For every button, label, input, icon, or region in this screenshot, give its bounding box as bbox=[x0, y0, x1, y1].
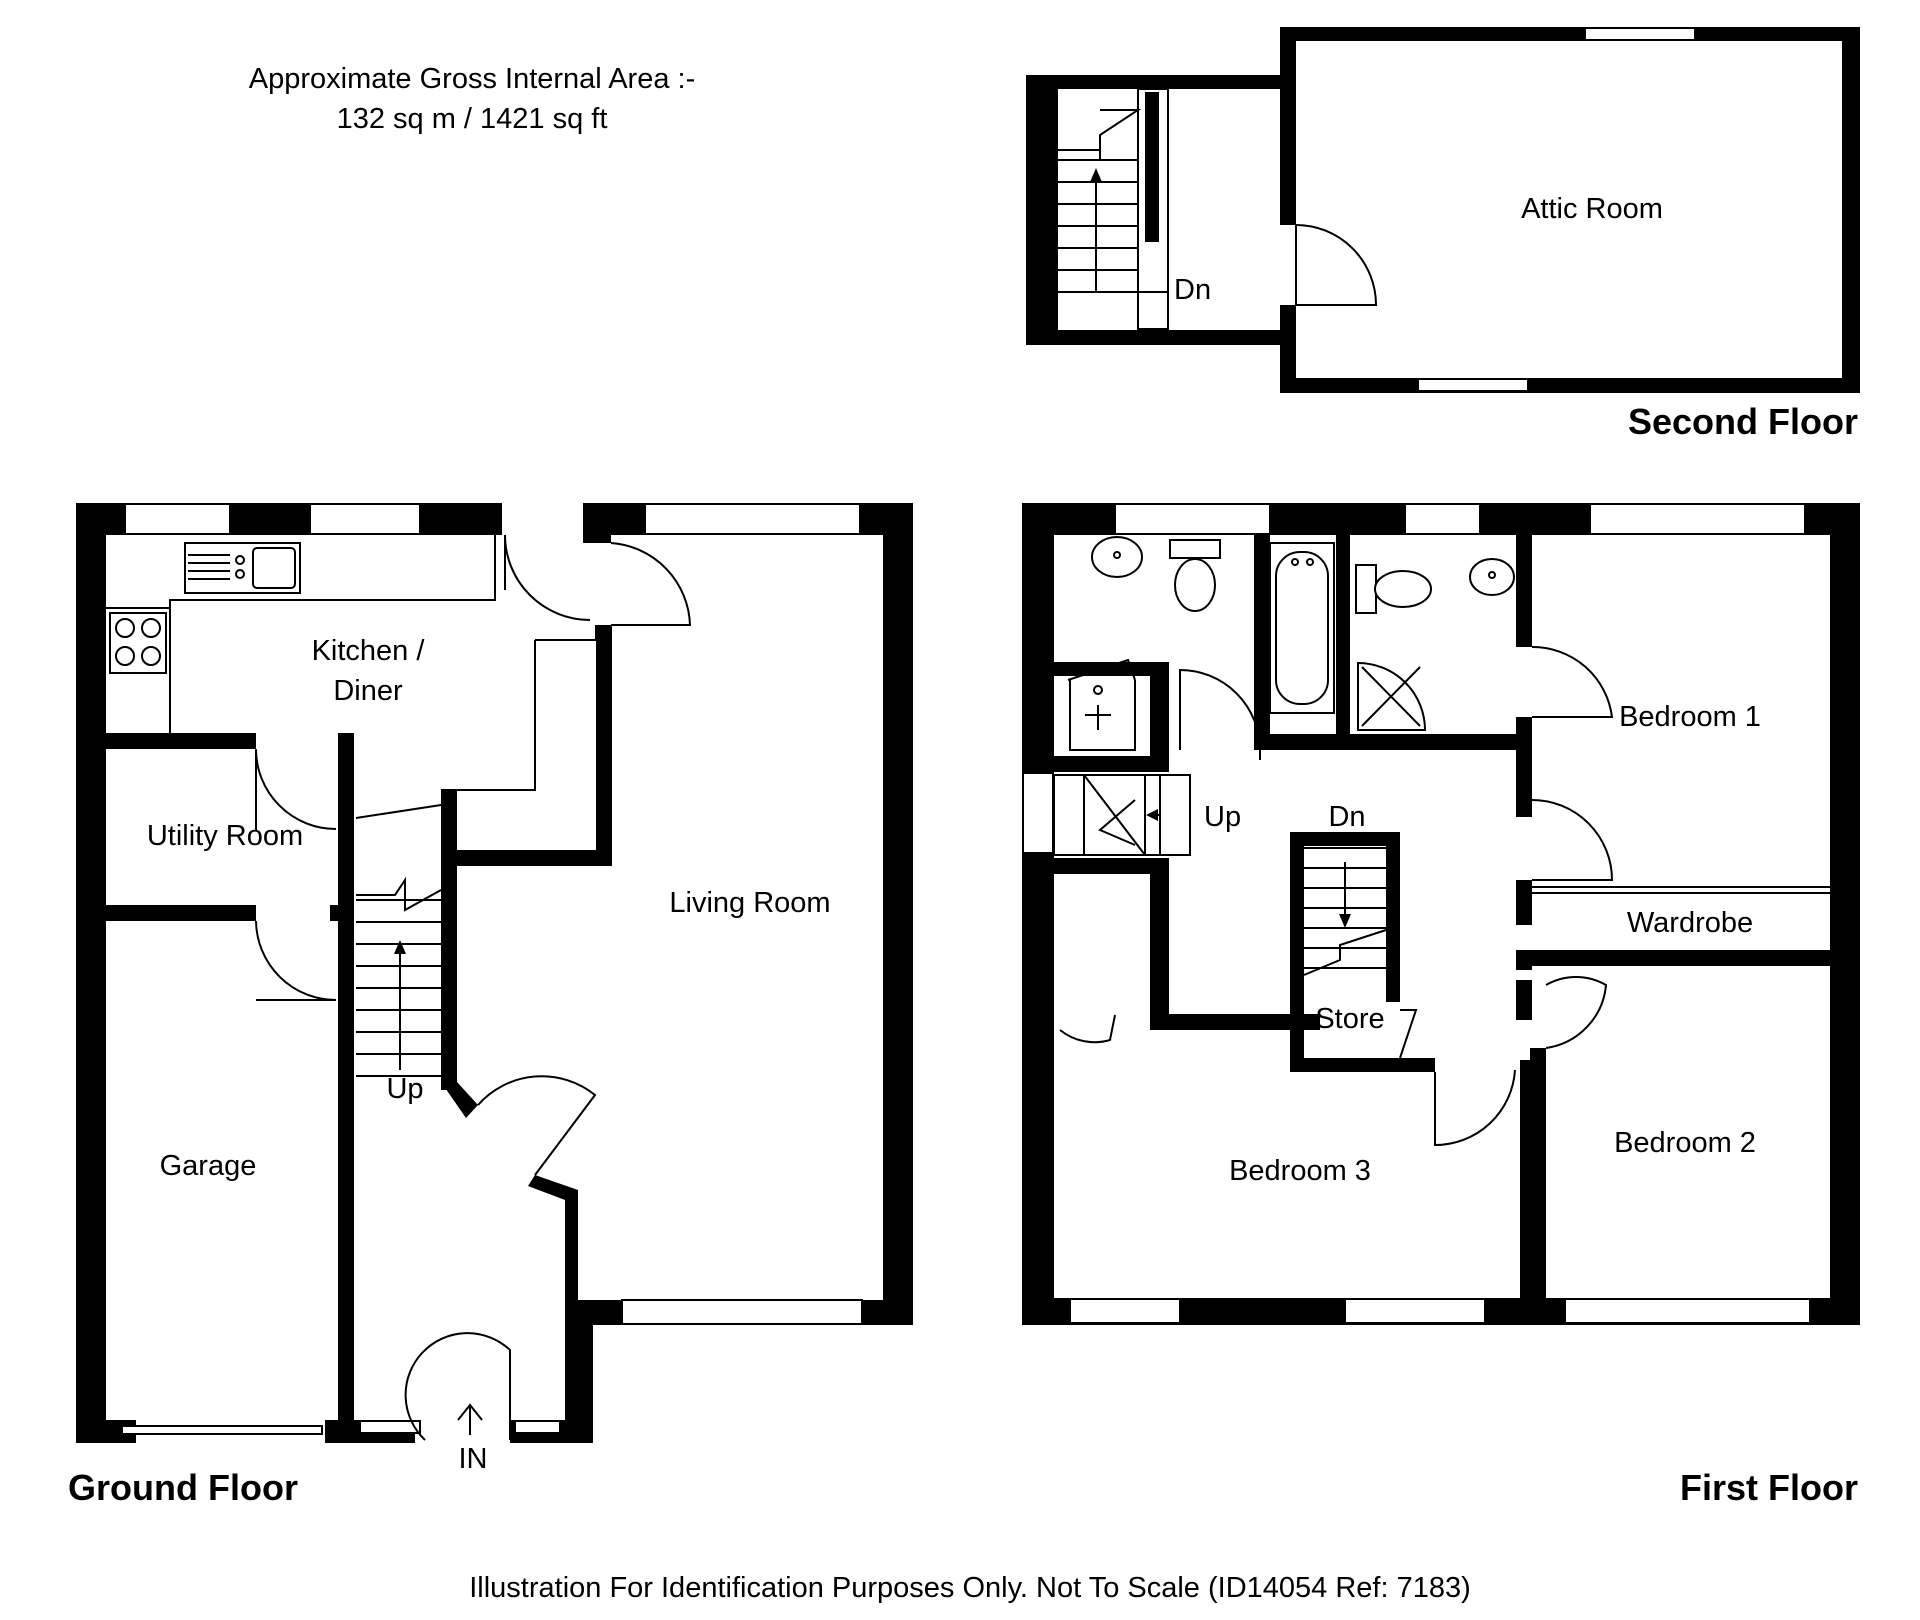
ground-floor-title: Ground Floor bbox=[68, 1467, 298, 1508]
second-floor-stair bbox=[1058, 88, 1169, 330]
wardrobe-label: Wardrobe bbox=[1627, 907, 1753, 939]
basin-main-bathroom bbox=[1091, 536, 1143, 578]
area-label: Approximate Gross Internal Area :- bbox=[249, 63, 695, 95]
second-floor-down-marker: Dn bbox=[1174, 274, 1211, 306]
bedroom-3-label: Bedroom 3 bbox=[1229, 1155, 1371, 1187]
hob bbox=[109, 612, 167, 674]
toilet-en-suite bbox=[1355, 564, 1432, 614]
first-floor-title: First Floor bbox=[1680, 1467, 1858, 1508]
living-room-label: Living Room bbox=[669, 887, 830, 919]
first-floor-plan: Bedroom 1 Wardrobe Bedroom 2 Bedroom 3 S… bbox=[1022, 503, 1860, 1508]
first-floor-stair-up bbox=[1053, 774, 1191, 856]
kitchen-diner-label-line1: Kitchen / bbox=[312, 635, 426, 667]
shower-en-suite bbox=[1357, 661, 1427, 731]
second-floor-title: Second Floor bbox=[1628, 401, 1858, 442]
entrance-marker: IN bbox=[459, 1443, 488, 1475]
first-floor-up-marker: Up bbox=[1204, 801, 1241, 833]
basin-en-suite bbox=[1469, 558, 1515, 596]
first-floor-down-marker: Dn bbox=[1328, 801, 1365, 833]
toilet-main-bathroom bbox=[1169, 539, 1221, 612]
utility-room-label: Utility Room bbox=[147, 820, 303, 852]
ground-floor-up-marker: Up bbox=[386, 1073, 423, 1105]
area-value: 132 sq m / 1421 sq ft bbox=[337, 103, 608, 135]
bathtub bbox=[1269, 542, 1335, 714]
attic-room-label: Attic Room bbox=[1521, 193, 1663, 225]
shower-cubicle bbox=[1069, 680, 1136, 751]
second-floor-plan: Attic Room Dn Second Floor bbox=[1026, 27, 1860, 442]
first-floor-stair-down bbox=[1290, 832, 1400, 976]
garage-label: Garage bbox=[160, 1150, 257, 1182]
store-label: Store bbox=[1315, 1003, 1384, 1035]
ground-floor-stair bbox=[355, 804, 442, 1077]
kitchen-sink bbox=[184, 542, 301, 594]
ground-floor-plan: Kitchen / Diner Utility Room Living Room… bbox=[68, 503, 913, 1508]
kitchen-diner-label-line2: Diner bbox=[333, 675, 403, 707]
bedroom-2-label: Bedroom 2 bbox=[1614, 1127, 1756, 1159]
disclaimer: Illustration For Identification Purposes… bbox=[469, 1572, 1471, 1604]
bedroom-1-label: Bedroom 1 bbox=[1619, 701, 1761, 733]
